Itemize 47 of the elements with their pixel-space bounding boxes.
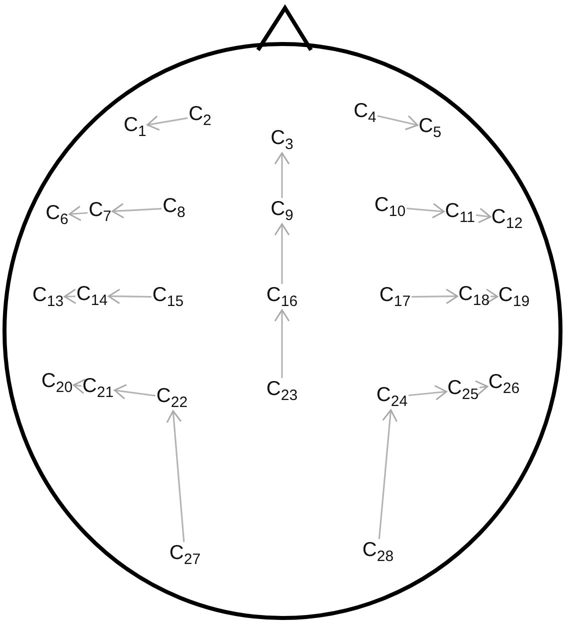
- electrode-label: C$_{12}$: [490, 206, 524, 232]
- arrow: [274, 223, 290, 284]
- electrode-label: C$_{26}$: [487, 371, 521, 397]
- electrode-label: C$_{8}$: [162, 195, 186, 221]
- arrow: [406, 202, 445, 218]
- arrow: [72, 378, 86, 394]
- electrode-label: C$_{23}$: [265, 378, 299, 404]
- arrow: [108, 288, 152, 304]
- arrow: [412, 288, 458, 304]
- arrow: [474, 380, 488, 396]
- arrow: [274, 152, 290, 198]
- electrode-label: C$_{7}$: [88, 199, 112, 225]
- electrode-label: C$_{19}$: [497, 284, 531, 310]
- arrow: [112, 203, 162, 218]
- arrow: [274, 309, 290, 378]
- electrode-label: C$_{25}$: [446, 377, 480, 403]
- electrode-label: C$_{1}$: [122, 114, 148, 140]
- electrode-label: C$_{10}$: [373, 194, 407, 220]
- arrow: [114, 384, 156, 400]
- arrow: [64, 288, 76, 304]
- electrode-label: C$_{6}$: [44, 202, 70, 228]
- electrode-label: C$_{4}$: [352, 100, 378, 126]
- arrow: [68, 206, 88, 222]
- electrode-label: C$_{20}$: [40, 370, 74, 396]
- electrode-label: C$_{9}$: [270, 198, 294, 224]
- arrow: [378, 409, 398, 540]
- electrode-label: C$_{2}$: [188, 103, 212, 129]
- electrode-label: C$_{17}$: [378, 284, 412, 310]
- electrode-label: C$_{22}$: [155, 385, 189, 411]
- arrow: [146, 115, 188, 131]
- arrow: [486, 288, 498, 304]
- electrode-label: C$_{5}$: [418, 115, 442, 141]
- arrow: [476, 208, 492, 224]
- electrode-label: C$_{14}$: [75, 283, 109, 309]
- arrow: [408, 385, 448, 400]
- electrode-label: C$_{13}$: [31, 284, 65, 310]
- arrow: [377, 115, 418, 130]
- electrode-label: C$_{15}$: [151, 284, 185, 310]
- electrode-label: C$_{3}$: [270, 127, 294, 153]
- electrode-label: C$_{18}$: [457, 283, 491, 309]
- electrode-label: C$_{21}$: [81, 375, 115, 401]
- electrode-label: C$_{16}$: [265, 284, 299, 310]
- electrode-label: C$_{28}$: [361, 539, 395, 565]
- arrow: [166, 410, 185, 542]
- electrode-label: C$_{27}$: [168, 542, 202, 568]
- electrode-label: C$_{11}$: [444, 200, 476, 226]
- electrode-label: C$_{24}$: [375, 384, 409, 410]
